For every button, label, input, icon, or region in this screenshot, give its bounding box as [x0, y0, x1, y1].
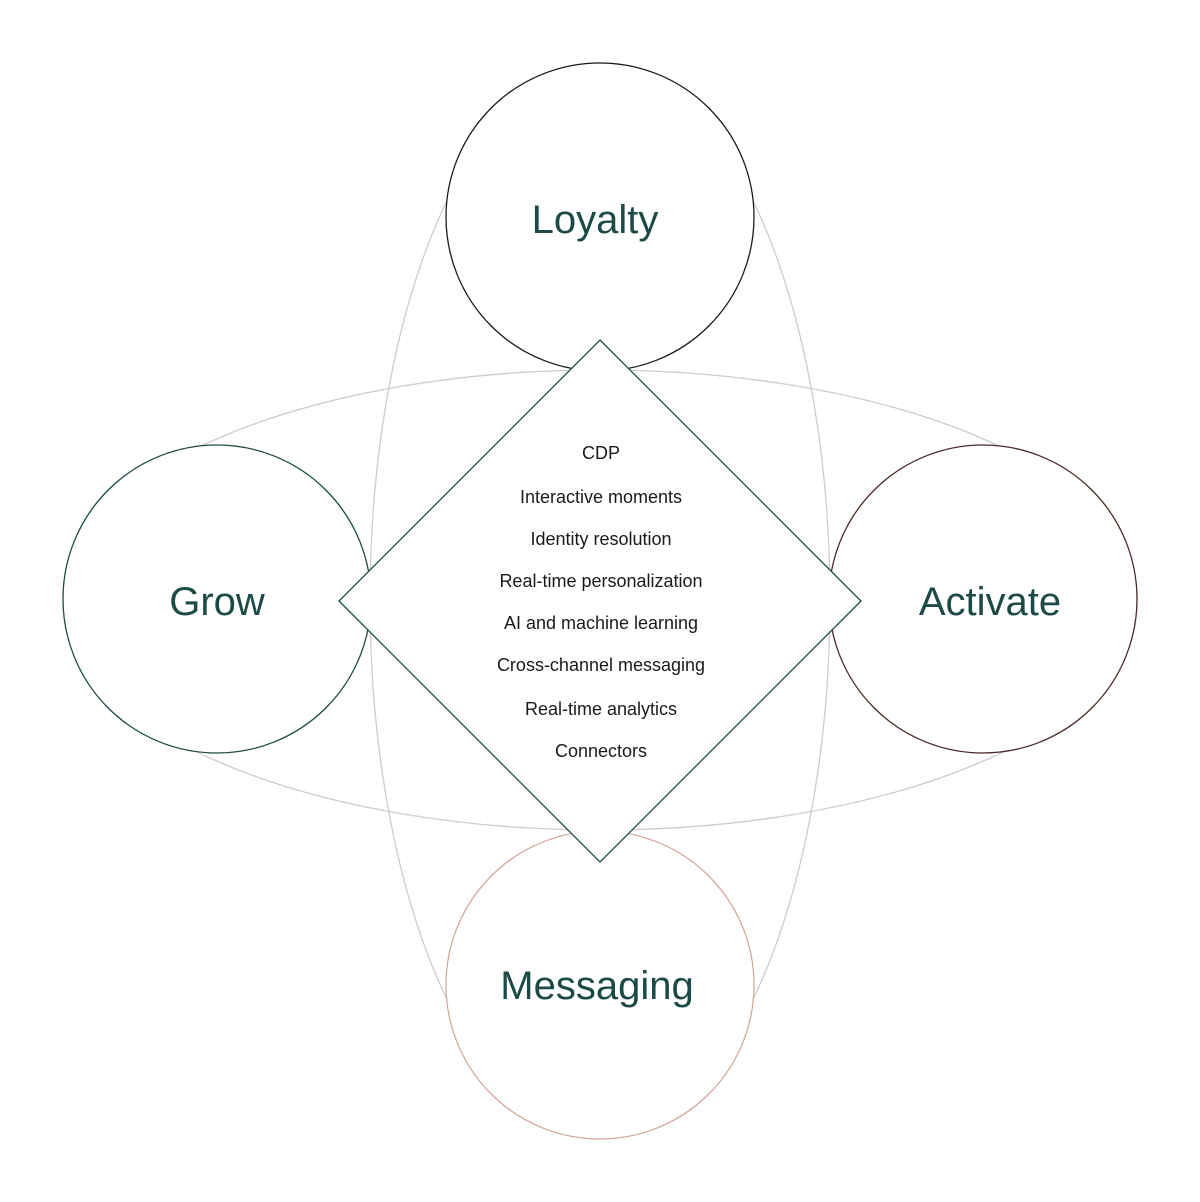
- center-item: CDP: [582, 443, 620, 463]
- grow-label: Grow: [169, 580, 265, 624]
- center-item: Identity resolution: [530, 529, 671, 549]
- center-item: Interactive moments: [520, 487, 682, 507]
- node-messaging: Messaging: [445, 830, 755, 1140]
- node-activate: Activate: [828, 444, 1138, 754]
- messaging-label: Messaging: [500, 964, 693, 1008]
- center-item: Connectors: [555, 741, 647, 761]
- center-item: AI and machine learning: [504, 613, 698, 633]
- node-grow: Grow: [62, 444, 372, 754]
- activate-label: Activate: [919, 580, 1061, 624]
- loyalty-label: Loyalty: [532, 198, 659, 242]
- center-item: Real-time personalization: [499, 571, 702, 591]
- node-loyalty: Loyalty: [445, 62, 755, 372]
- center-capabilities-list: CDP Interactive moments Identity resolut…: [497, 443, 705, 761]
- center-diamond: [338, 339, 862, 863]
- center-item: Real-time analytics: [525, 699, 677, 719]
- center-item: Cross-channel messaging: [497, 655, 705, 675]
